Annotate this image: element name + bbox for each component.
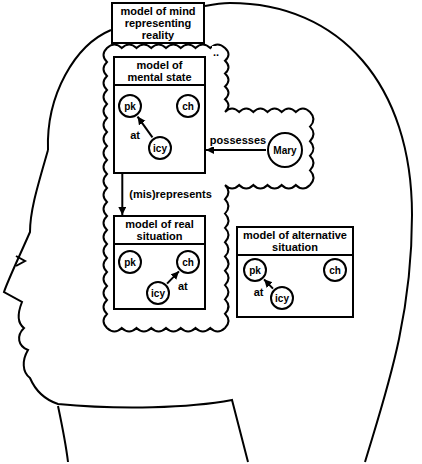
edge-label: possesses xyxy=(209,134,267,147)
circle-label: ch xyxy=(182,257,194,268)
circle-label: icy xyxy=(151,288,165,299)
note-label: .. xyxy=(212,46,220,59)
model-box: model of mental state pk ch icy xyxy=(113,56,206,174)
concept-circle: icy xyxy=(146,281,170,305)
agent-circle: Mary xyxy=(267,132,303,168)
model-box: model of alternative situation pk ch icy xyxy=(236,226,354,318)
head-profile xyxy=(48,3,412,462)
cloud-heading: model of mind representing reality xyxy=(111,2,205,44)
box-heading: model of real situation xyxy=(115,217,204,245)
neck-line xyxy=(58,406,68,462)
circle-label: pk xyxy=(124,257,136,268)
cloud-path xyxy=(104,45,314,332)
face-profile xyxy=(4,150,248,462)
circle-label: Mary xyxy=(273,145,296,156)
concept-circle: pk xyxy=(118,94,142,118)
circle-label: icy xyxy=(153,143,167,154)
concept-circle: pk xyxy=(243,258,267,282)
concept-circle: ch xyxy=(176,250,200,274)
circle-label: pk xyxy=(124,101,136,112)
edge-label: at xyxy=(129,129,141,142)
connector-arrow xyxy=(121,174,123,215)
concept-circle: pk xyxy=(118,250,142,274)
eye-mark xyxy=(16,256,25,266)
circle-label: icy xyxy=(275,293,289,304)
circle-label: pk xyxy=(249,265,261,276)
concept-circle: ch xyxy=(176,94,200,118)
edge-label: at xyxy=(253,286,265,299)
concept-circle: icy xyxy=(148,136,172,160)
concept-circle: icy xyxy=(270,286,294,310)
connector-arrow xyxy=(206,149,266,151)
edge-label: at xyxy=(177,280,189,293)
concept-circle: ch xyxy=(323,258,347,282)
circle-label: ch xyxy=(182,101,194,112)
box-heading: model of mental state xyxy=(115,58,204,86)
box-heading: model of alternative situation xyxy=(238,228,352,256)
model-box: model of real situation pk ch icy xyxy=(113,215,206,310)
edge-label: (mis)represents xyxy=(128,188,213,201)
circle-label: ch xyxy=(329,265,341,276)
connector-arrow xyxy=(264,279,273,288)
